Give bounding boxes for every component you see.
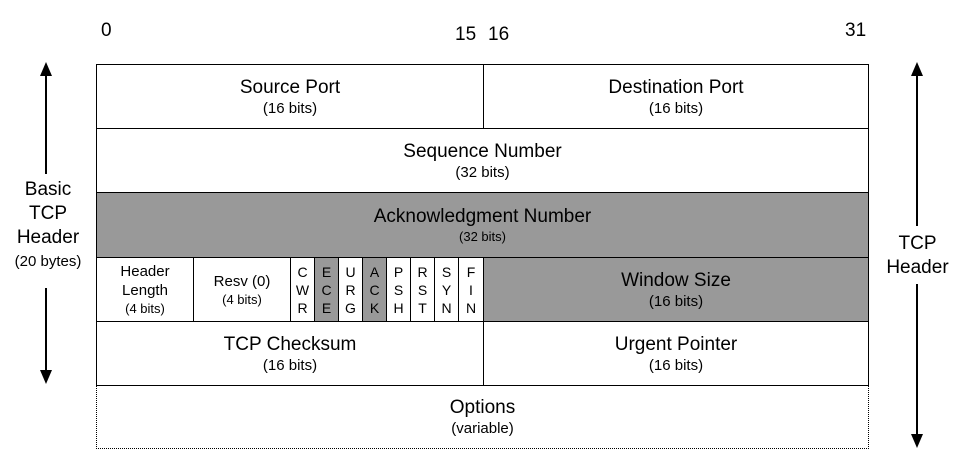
flag-letter: P [393, 263, 404, 280]
tcp-header-label: TCP Header [870, 232, 965, 280]
flag-rst: R S T [410, 257, 435, 322]
options-bits: (variable) [451, 420, 514, 437]
flag-letter: N [441, 299, 452, 316]
flag-letter: S [393, 281, 404, 298]
flag-letter: C [321, 281, 332, 298]
flag-letter: I [469, 281, 473, 298]
sequence-number-label: Sequence Number [403, 140, 562, 162]
tcp-header-span-arrow [911, 62, 923, 448]
destination-port-bits: (16 bits) [648, 99, 704, 117]
flag-letter: S [441, 263, 452, 280]
urgent-pointer-label: Urgent Pointer [614, 333, 738, 355]
options-label: Options [449, 397, 516, 418]
flag-letter: N [465, 299, 477, 316]
basic-label-line4: (20 bytes) [14, 253, 82, 270]
flag-letter: C [297, 263, 308, 280]
flag-ack: A C K [362, 257, 387, 322]
urgent-pointer-field: Urgent Pointer (16 bits) [483, 321, 869, 386]
flag-letter: R [345, 281, 356, 298]
destination-port-label: Destination Port [608, 76, 744, 98]
header-length-field: Header Length (4 bits) [96, 257, 194, 322]
flag-letter: E [321, 299, 332, 316]
flag-letter: W [295, 281, 310, 298]
urgent-pointer-bits: (16 bits) [648, 356, 704, 374]
basic-label-line2: TCP [29, 203, 67, 224]
flag-letter: A [369, 263, 380, 280]
basic-tcp-header-label: Basic TCP Header (20 bytes) [2, 178, 94, 274]
window-size-field: Window Size (16 bits) [483, 257, 869, 322]
flag-letter: U [345, 263, 356, 280]
source-port-field: Source Port (16 bits) [96, 64, 484, 129]
tcp-checksum-label: TCP Checksum [223, 333, 357, 355]
acknowledgment-number-label: Acknowledgment Number [373, 206, 592, 227]
header-length-bits: (4 bits) [125, 301, 165, 316]
header-length-line2: Length [122, 282, 168, 299]
tcp-checksum-bits: (16 bits) [262, 356, 318, 374]
bit-15-label: 15 [455, 24, 477, 45]
window-size-bits: (16 bits) [648, 292, 704, 310]
flag-cwr: C W R [290, 257, 315, 322]
bit-0-label: 0 [101, 20, 112, 41]
source-port-bits: (16 bits) [262, 99, 318, 117]
source-port-label: Source Port [239, 76, 341, 98]
reserved-field: Resv (0) (4 bits) [193, 257, 291, 322]
flag-letter: R [297, 299, 308, 316]
flag-letter: H [393, 299, 404, 316]
bit-31-label: 31 [845, 20, 867, 41]
destination-port-field: Destination Port (16 bits) [483, 64, 869, 129]
header-length-line1: Header [120, 263, 170, 280]
window-size-label: Window Size [621, 269, 731, 291]
flag-letter: S [417, 281, 428, 298]
bit-16-label: 16 [488, 24, 510, 45]
flag-letter: Y [441, 281, 452, 298]
basic-label-line1: Basic [24, 179, 72, 200]
basic-header-span-arrow [40, 62, 52, 384]
flag-letter: G [345, 299, 356, 316]
sequence-number-field: Sequence Number (32 bits) [96, 128, 869, 193]
flag-syn: S Y N [434, 257, 459, 322]
flag-fin: F I N [458, 257, 484, 322]
sequence-number-bits: (32 bits) [455, 163, 510, 181]
flag-psh: P S H [386, 257, 411, 322]
flag-letter: K [369, 299, 380, 316]
basic-label-line3: Header [16, 227, 80, 248]
reserved-label: Resv (0) [213, 272, 271, 290]
options-field: Options (variable) [96, 385, 869, 449]
tcp-checksum-field: TCP Checksum (16 bits) [96, 321, 484, 386]
acknowledgment-number-bits: (32 bits) [459, 229, 506, 244]
flag-ece: E C E [314, 257, 339, 322]
acknowledgment-number-field: Acknowledgment Number (32 bits) [96, 192, 869, 258]
tcp-header-line2: Header [886, 257, 949, 278]
flag-letter: E [321, 263, 332, 280]
flag-letter: R [417, 263, 428, 280]
reserved-bits: (4 bits) [222, 291, 262, 307]
flag-letter: C [369, 281, 380, 298]
flag-letter: F [466, 263, 476, 280]
flag-urg: U R G [338, 257, 363, 322]
tcp-header-line1: TCP [898, 233, 937, 254]
flag-letter: T [418, 299, 427, 316]
